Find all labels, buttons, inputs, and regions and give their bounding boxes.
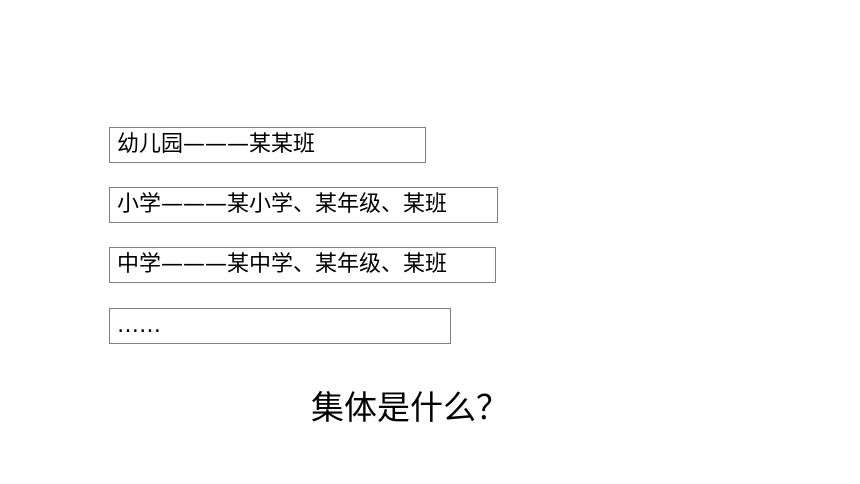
question-heading: 集体是什么？ — [0, 386, 860, 430]
question-text: 集体是什么？ — [311, 388, 509, 427]
text-box-primary-school-label: 小学———某小学、某年级、某班 — [117, 192, 448, 217]
text-box-kindergarten: 幼儿园———某某班 — [109, 127, 426, 163]
text-box-ellipsis: …… — [109, 308, 451, 344]
text-box-middle-school-label: 中学———某中学、某年级、某班 — [117, 252, 448, 277]
text-box-kindergarten-label: 幼儿园———某某班 — [117, 132, 316, 157]
text-box-middle-school: 中学———某中学、某年级、某班 — [109, 247, 496, 283]
text-box-primary-school: 小学———某小学、某年级、某班 — [109, 187, 498, 223]
text-box-ellipsis-label: …… — [117, 313, 161, 338]
